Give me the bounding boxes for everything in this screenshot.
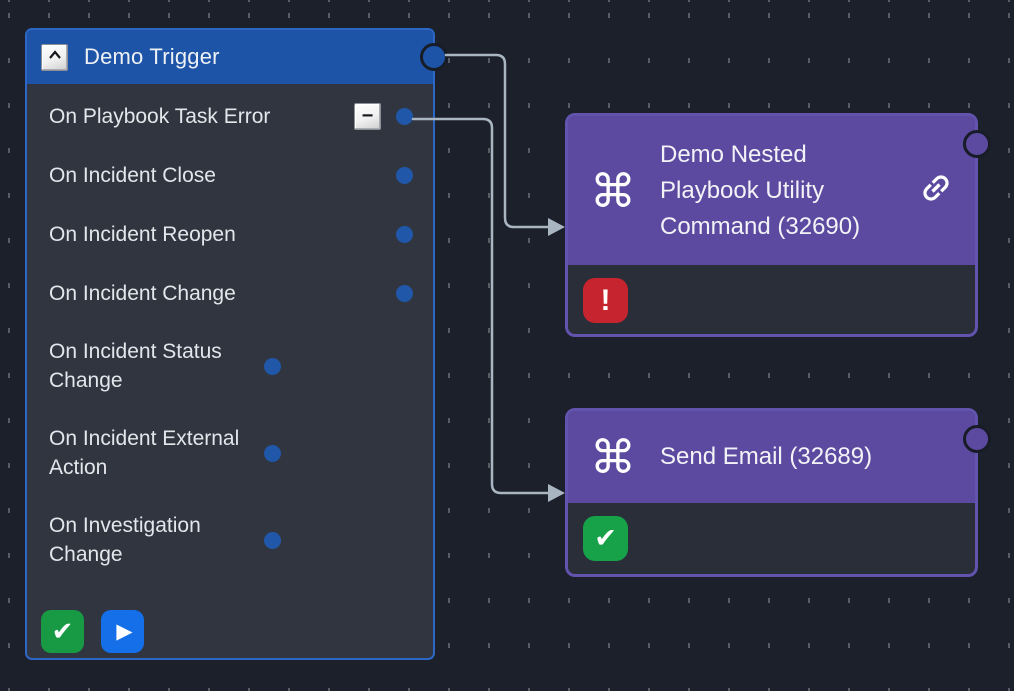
trigger-title: Demo Trigger — [84, 44, 220, 69]
list-item: On Incident Close — [49, 160, 413, 190]
task-node-body: ! — [568, 265, 975, 323]
arrowhead — [548, 484, 565, 502]
run-trigger-button[interactable]: ▶ — [101, 610, 144, 653]
task-node-send-email[interactable]: ⌘ Send Email (32689) ✔ — [565, 408, 991, 577]
success-status-badge[interactable]: ✔ — [583, 516, 628, 561]
chevron-up-icon — [47, 47, 63, 68]
check-icon: ✔ — [51, 616, 74, 646]
connector-trigger-to-nested-playbook — [444, 53, 550, 229]
nested-playbook-link-icon[interactable] — [919, 171, 953, 210]
trigger-node-header[interactable]: Demo Trigger — [27, 30, 448, 84]
list-item: On Investigation Change — [49, 511, 413, 569]
task-title: Send Email (32689) — [660, 443, 873, 470]
task-output-port[interactable] — [963, 130, 991, 158]
remove-connection-button[interactable]: − — [354, 102, 381, 130]
task-node-header[interactable]: ⌘ Demo Nested Playbook Utility Command (… — [568, 116, 991, 265]
arrowhead — [548, 218, 565, 236]
list-item: On Incident Reopen — [49, 219, 413, 249]
command-icon: ⌘ — [590, 430, 636, 484]
event-port[interactable] — [396, 107, 413, 125]
play-icon: ▶ — [116, 620, 133, 643]
event-label: On Incident Change — [49, 281, 236, 305]
event-port[interactable] — [264, 357, 281, 375]
event-label: On Investigation Change — [49, 514, 201, 566]
event-port[interactable] — [396, 225, 413, 243]
collapse-button[interactable] — [41, 43, 68, 71]
trigger-footer: ✔ ▶ — [41, 610, 144, 653]
event-label: On Incident External Action — [49, 427, 240, 479]
event-label: On Incident Close — [49, 163, 216, 187]
list-item: On Incident Status Change — [49, 337, 413, 395]
success-status-button[interactable]: ✔ — [41, 610, 84, 653]
event-port[interactable] — [264, 444, 281, 462]
check-icon: ✔ — [594, 523, 617, 553]
minus-icon: − — [361, 104, 374, 127]
task-node-nested-playbook[interactable]: ⌘ Demo Nested Playbook Utility Command (… — [565, 113, 991, 337]
list-item: On Incident Change — [49, 278, 413, 308]
event-port[interactable] — [396, 166, 413, 184]
task-title: Demo Nested Playbook Utility Command (32… — [660, 140, 861, 240]
trigger-output-port[interactable] — [420, 43, 448, 71]
event-label: On Incident Reopen — [49, 222, 236, 246]
trigger-event-list: On Playbook Task Error − On Incident Clo… — [27, 84, 433, 598]
event-port[interactable] — [396, 284, 413, 302]
task-output-port[interactable] — [963, 425, 991, 453]
error-status-badge[interactable]: ! — [583, 278, 628, 323]
task-node-header[interactable]: ⌘ Send Email (32689) — [568, 411, 991, 503]
trigger-node[interactable]: Demo Trigger On Playbook Task Error − On… — [25, 28, 448, 660]
list-item: On Incident External Action — [49, 424, 413, 482]
task-node-body: ✔ — [568, 503, 975, 561]
event-label: On Incident Status Change — [49, 340, 222, 392]
list-item: On Playbook Task Error − — [49, 101, 413, 131]
event-label: On Playbook Task Error — [49, 104, 271, 128]
event-port[interactable] — [264, 531, 281, 549]
exclamation-icon: ! — [600, 283, 611, 317]
command-icon: ⌘ — [590, 163, 636, 218]
